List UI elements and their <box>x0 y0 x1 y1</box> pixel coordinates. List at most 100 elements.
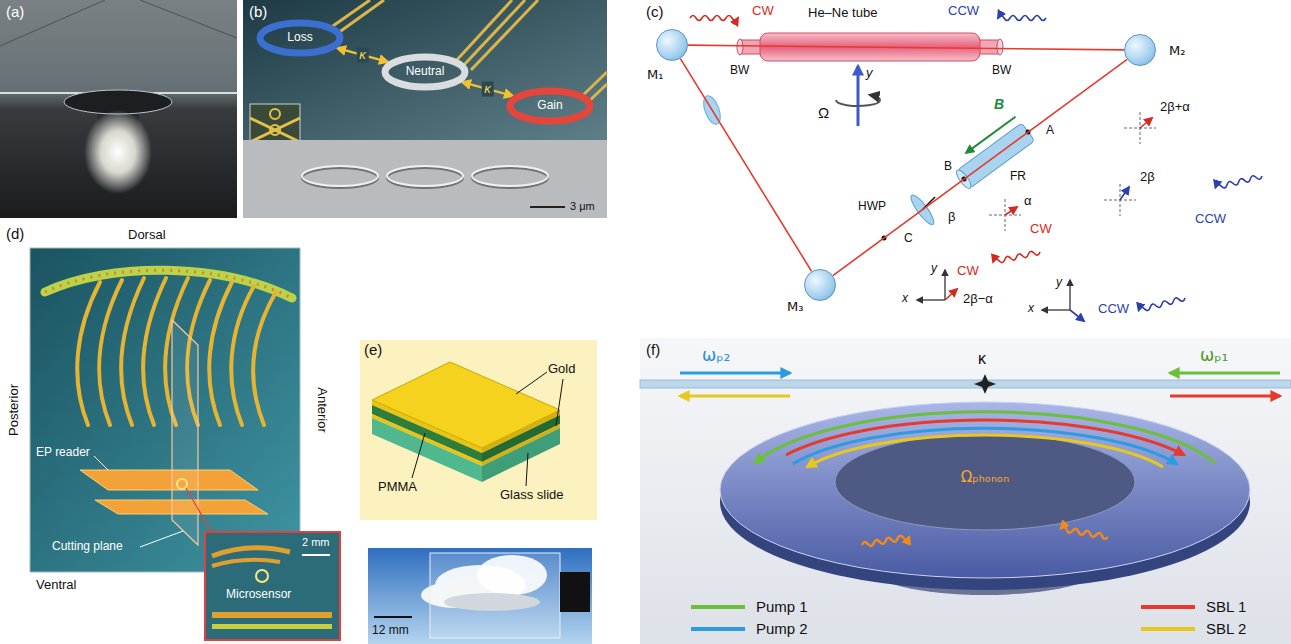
gyroscope-setup <box>737 39 743 55</box>
panel-letter: (d) <box>6 225 24 242</box>
polarization-glyph <box>1120 187 1129 200</box>
angle-label: 2β+α <box>1160 100 1190 115</box>
angle-label: β <box>948 210 955 225</box>
mirror-label: M₂ <box>1169 44 1185 59</box>
polarization-glyph <box>944 270 945 300</box>
legend-entry: Pump 2 <box>690 620 808 637</box>
scale-bar <box>530 206 565 208</box>
body-scan <box>205 532 340 640</box>
brillouin-resonator <box>1170 372 1280 375</box>
brillouin-resonator <box>720 402 1250 578</box>
panel-frame: M₁M₂M₃(c) <box>640 0 1291 335</box>
microtoroid-photo <box>0 0 237 218</box>
part-label: HWP <box>858 200 886 214</box>
axis-label: y <box>1056 276 1062 290</box>
body-scan <box>80 470 258 490</box>
microtoroid-photo <box>0 0 105 46</box>
scale-bar <box>374 616 412 618</box>
polarization-glyph <box>917 112 1263 321</box>
axis-label: y <box>866 66 873 81</box>
legend-line <box>690 623 746 635</box>
sem-image <box>302 166 378 186</box>
legend-text: Pump 1 <box>756 598 808 615</box>
mirror-label: M₁ <box>647 68 663 83</box>
body-scan <box>30 248 300 572</box>
ring-outline <box>510 91 590 121</box>
angle-label: α <box>1024 194 1032 209</box>
symbol-label: κ <box>978 350 986 368</box>
legend-line <box>1140 623 1196 635</box>
brillouin-resonator <box>807 435 1163 467</box>
body-scan <box>256 570 268 582</box>
edge-label: κ <box>356 48 369 63</box>
brillouin-resonator <box>835 434 1135 530</box>
polarization-glyph <box>1215 174 1263 190</box>
panel-letter: (a) <box>6 3 24 20</box>
brillouin-resonator <box>680 372 790 375</box>
brillouin-resonator <box>640 380 1291 388</box>
part-label: Cutting plane <box>52 540 123 554</box>
gyroscope-setup <box>690 16 738 21</box>
panel-frame: (a) <box>0 0 237 218</box>
scale-label: 12 mm <box>372 624 409 638</box>
legend-line <box>1141 627 1195 631</box>
brillouin-resonator <box>1170 395 1280 398</box>
brillouin-resonator <box>862 534 910 547</box>
ring-label: Loss <box>287 31 312 45</box>
body-scan <box>186 488 212 533</box>
brillouin-resonator <box>640 338 1291 644</box>
polarization-glyph <box>1005 207 1017 215</box>
axis-label: y <box>931 262 937 276</box>
legend-entry: Pump 1 <box>690 598 808 615</box>
layer-label: Glass slide <box>500 488 564 503</box>
direction-label: Posterior <box>7 384 22 436</box>
microtoroid-photo <box>84 110 152 194</box>
body-scan <box>177 479 187 489</box>
ring-outline <box>256 19 344 57</box>
brillouin-resonator <box>974 374 996 394</box>
layer-stack <box>372 362 560 448</box>
angle-label: 2β−α <box>963 292 993 307</box>
part-label: BW <box>992 64 1011 78</box>
ring-resonator: Neutral <box>381 53 469 91</box>
legend-line <box>1140 601 1196 613</box>
brillouin-resonator <box>640 338 1291 644</box>
legend-line <box>691 605 745 609</box>
polarization-glyph <box>1124 112 1156 144</box>
panel-letter: (b) <box>249 3 267 20</box>
sem-image <box>243 140 607 218</box>
beam-label: CCW <box>948 4 979 19</box>
point-label: A <box>1046 124 1054 138</box>
electrode-inset <box>270 109 280 119</box>
body-scan <box>30 248 340 640</box>
scale-bar <box>302 554 330 556</box>
cavity-mirror: M₂ <box>1124 34 1156 66</box>
point-label: B <box>944 160 952 174</box>
coupling-arrow <box>337 48 388 62</box>
layer-stack <box>556 379 563 426</box>
gyroscope-setup <box>640 0 1291 335</box>
point-label: C <box>904 232 913 246</box>
scale-label: 2 mm <box>302 536 330 549</box>
part-label: BW <box>730 64 749 78</box>
laser-beam <box>833 59 1127 275</box>
panel-frame: (e) <box>358 338 598 644</box>
gyroscope-setup <box>997 39 1003 55</box>
layer-label: PMMA <box>378 480 417 495</box>
sem-image <box>243 140 607 218</box>
frequency-label: Ωₚₕₒₙₒₙ <box>961 469 1009 486</box>
panel-letter: (f) <box>646 341 660 358</box>
legend-line <box>690 601 746 613</box>
part-label: Microsensor <box>226 588 291 602</box>
layer-stack <box>526 453 528 486</box>
gyroscope-setup <box>857 66 860 126</box>
polarization-glyph <box>1138 296 1186 313</box>
polarization-glyph <box>945 289 957 300</box>
ring-outline <box>506 87 594 125</box>
ring-rendering <box>580 72 607 104</box>
frequency-label: ωₚ₂ <box>702 346 730 366</box>
direction-label: Ventral <box>36 578 76 593</box>
